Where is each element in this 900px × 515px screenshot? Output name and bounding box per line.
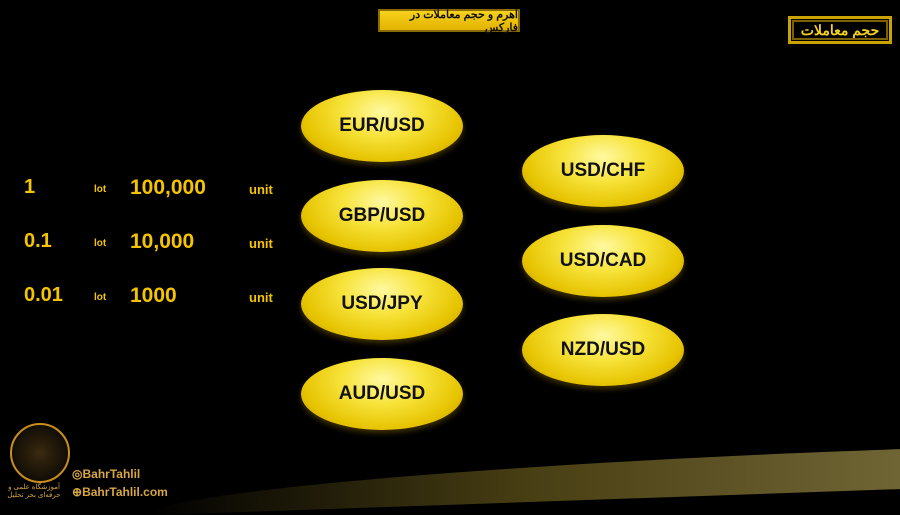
website-link: ⊕BahrTahlil.com <box>72 485 168 499</box>
currency-pair-usdchf: USD/CHF <box>522 135 684 207</box>
instagram-icon: ◎ <box>72 467 83 481</box>
unit-count: 1000 <box>130 284 177 307</box>
unit-count: 100,000 <box>130 176 206 199</box>
currency-pair-nzdusd: NZD/USD <box>522 314 684 386</box>
unit-count: 10,000 <box>130 230 195 253</box>
lot-amount: 0.01 <box>24 284 63 306</box>
website-text: BahrTahlil.com <box>82 485 168 499</box>
unit-label: unit <box>249 290 273 305</box>
lot-label: lot <box>94 238 107 249</box>
lot-amount: 0.1 <box>24 230 52 252</box>
globe-icon: ⊕ <box>72 485 83 499</box>
slide-title: اهرم و حجم معاملات در فارکس <box>378 9 520 34</box>
instagram-handle: ◎BahrTahlil <box>72 467 140 481</box>
currency-pair-eurusd: EUR/USD <box>301 90 463 162</box>
logo-caption: آموزشگاه علمی و حرفه‌ای بحر تحلیل <box>7 484 61 499</box>
instagram-text: BahrTahlil <box>82 467 141 481</box>
unit-label: unit <box>249 182 273 197</box>
currency-pair-audusd: AUD/USD <box>301 358 463 430</box>
currency-pair-usdcad: USD/CAD <box>522 225 684 297</box>
unit-label: unit <box>249 236 273 251</box>
bahrtahlil-logo <box>10 423 70 483</box>
currency-pair-usdjpy: USD/JPY <box>301 268 463 340</box>
section-label: حجم معاملات <box>788 16 892 44</box>
currency-pair-gbpusd: GBP/USD <box>301 180 463 252</box>
lot-label: lot <box>94 184 107 195</box>
decorative-swoosh <box>150 448 900 515</box>
lot-amount: 1 <box>24 176 36 198</box>
lot-label: lot <box>94 292 107 303</box>
